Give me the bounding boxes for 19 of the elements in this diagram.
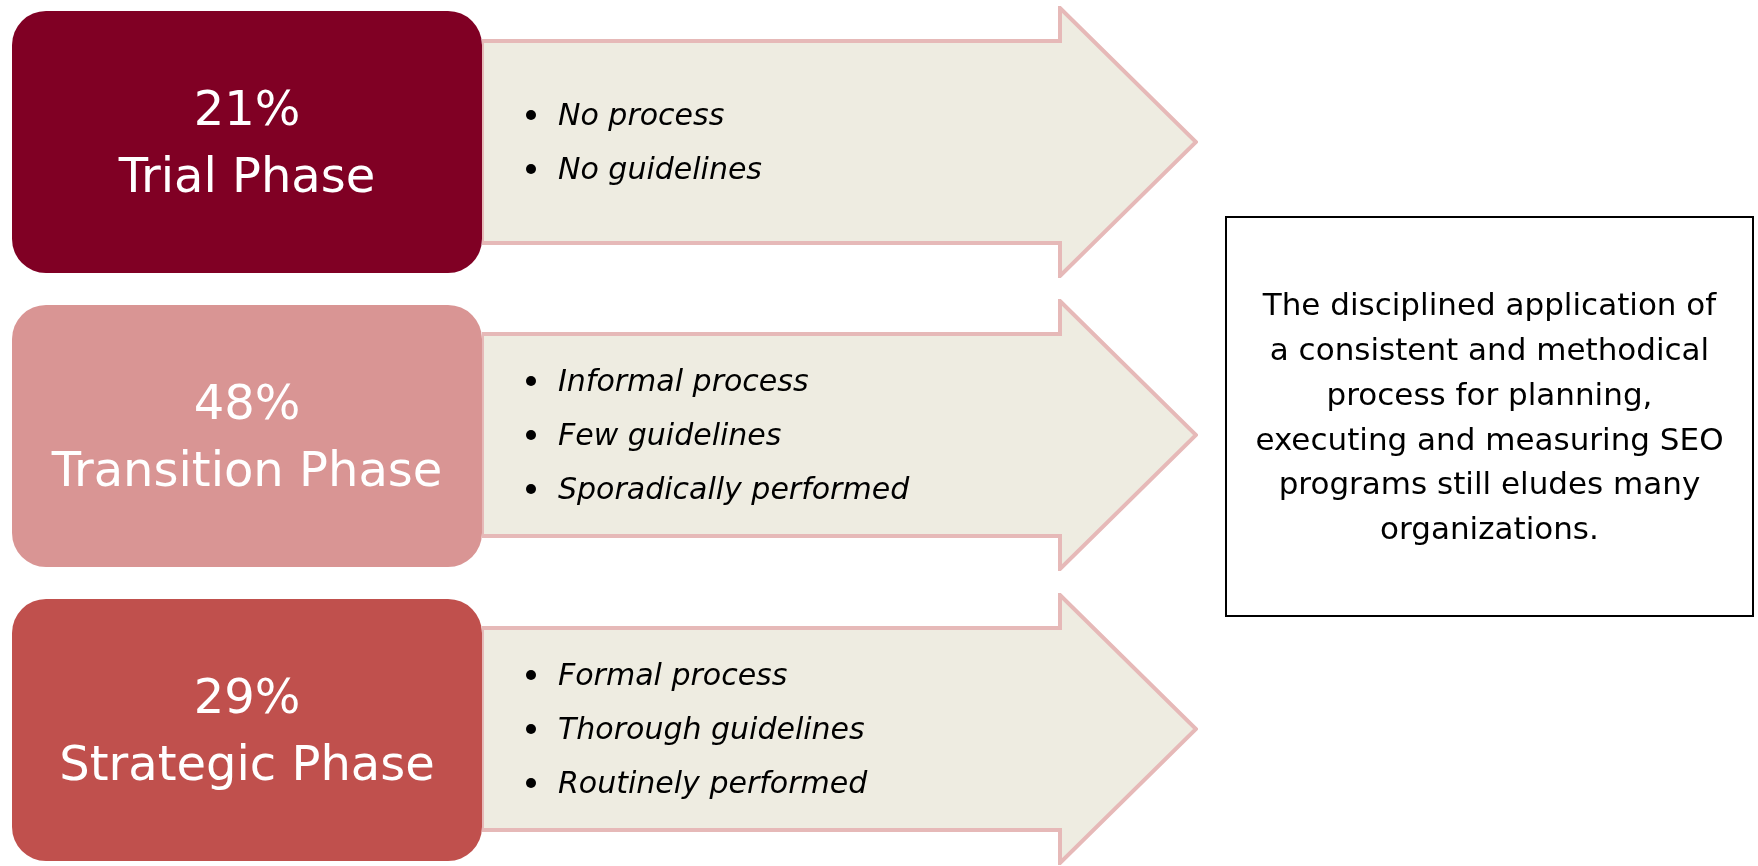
bullet-text: No process xyxy=(558,96,725,134)
bullet-text: Thorough guidelines xyxy=(558,710,865,748)
percentage-text: 29% xyxy=(193,666,301,726)
bullet-text: Informal process xyxy=(558,362,809,400)
bullet-text: Routinely performed xyxy=(558,764,868,802)
bullet-text: No guidelines xyxy=(558,150,762,188)
phase-title: Strategic Phase xyxy=(59,734,435,793)
bullet-text: Formal process xyxy=(558,656,788,694)
phase-title: Trial Phase xyxy=(118,146,376,205)
phase-box xyxy=(12,11,482,273)
bullet-text: Few guidelines xyxy=(558,416,782,454)
bullet-text: Sporadically performed xyxy=(558,470,910,508)
percentage-text: 48% xyxy=(193,372,301,432)
phase-box xyxy=(12,305,482,567)
phase-box xyxy=(12,599,482,861)
percentage-text: 21% xyxy=(193,78,301,138)
note-box xyxy=(1225,216,1754,617)
phase-title: Transition Phase xyxy=(51,440,443,499)
note-text: The disciplined application of a consistent and methodical process for planning, executing and measuring SEO programs still eludes many organizations. xyxy=(1255,284,1724,549)
